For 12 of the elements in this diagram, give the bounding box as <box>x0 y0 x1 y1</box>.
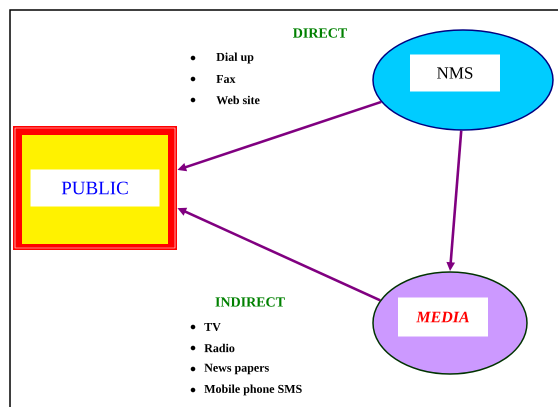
heading: DIRECT <box>293 28 347 38</box>
list-item: News papers <box>204 364 269 374</box>
list-item: Radio <box>204 344 234 352</box>
list-item: Web site <box>216 96 260 104</box>
list-item: Mobile phone SMS <box>204 384 302 396</box>
list-item: TV <box>204 322 221 332</box>
heading: INDIRECT <box>215 297 285 307</box>
list-item: Fax <box>216 75 236 83</box>
ellipse-node: MEDIA <box>372 271 528 375</box>
ellipse-node: NMS <box>372 29 554 131</box>
public-box: PUBLIC <box>13 126 177 250</box>
list-item: Dial up <box>216 52 254 64</box>
